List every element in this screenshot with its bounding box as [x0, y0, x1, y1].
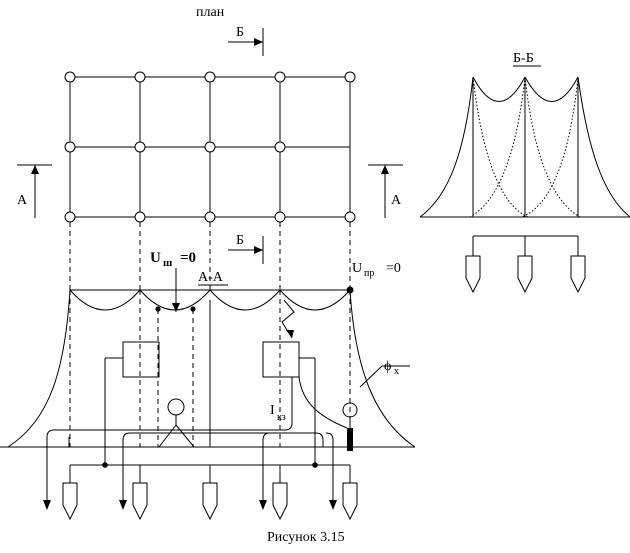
- svg-text:кз: кз: [277, 412, 286, 423]
- section-bb-view: Б-Б: [419, 51, 630, 294]
- svg-text:I: I: [270, 403, 275, 418]
- section-aa-view: А-А U ш =0 U пр =0: [0, 250, 416, 521]
- aa-rod-5: [342, 482, 358, 521]
- aa-rod-1: [62, 482, 78, 521]
- bb-potential-arc-1: [472, 76, 526, 102]
- section-b-marker-bottom: Б: [228, 233, 264, 264]
- section-b-marker-top: Б: [228, 25, 264, 56]
- plan-label: план: [196, 5, 225, 20]
- svg-text:Б: Б: [236, 25, 244, 40]
- section-a-marker-right: А: [368, 164, 403, 218]
- step-voltage-label: U пр =0: [352, 261, 401, 279]
- svg-text:А: А: [17, 193, 28, 208]
- equipment-box-right: [262, 341, 300, 378]
- person-step-figure: [342, 402, 358, 451]
- touch-voltage-label: U ш =0: [150, 250, 196, 312]
- aa-rod-3: [202, 482, 218, 521]
- bb-envelope-left: [419, 76, 474, 218]
- aa-envelope-left: [7, 289, 71, 448]
- figure-caption: Рисунок 3.15: [267, 530, 345, 545]
- bb-rod-1: [465, 255, 481, 294]
- step-person-body: [347, 428, 353, 451]
- bus-node-left: [102, 462, 108, 468]
- svg-text:А: А: [391, 193, 402, 208]
- bus-node-right: [312, 462, 318, 468]
- projection-lines: [69, 222, 351, 290]
- svg-text:=0: =0: [386, 261, 401, 276]
- aa-envelope-right: [349, 289, 416, 448]
- fault-current-path: [298, 376, 348, 429]
- section-a-marker-left: А: [17, 164, 52, 218]
- bb-rod-2: [517, 255, 533, 294]
- svg-text:x: x: [394, 366, 399, 377]
- person-touch-figure: [158, 398, 195, 448]
- svg-text:ш: ш: [163, 257, 172, 269]
- bb-individual-curves: [469, 76, 581, 218]
- bb-envelope-right: [577, 76, 630, 218]
- svg-text:=0: =0: [180, 250, 196, 266]
- potential-scallops: [69, 289, 351, 311]
- aa-rod-2: [132, 482, 148, 521]
- svg-text:Б: Б: [236, 233, 244, 248]
- plan-view: план Б Б: [17, 5, 403, 290]
- section-bb-title: Б-Б: [513, 51, 534, 66]
- section-aa-title: А-А: [198, 270, 224, 285]
- underground-conductors: [46, 377, 334, 500]
- bb-potential-arc-2: [524, 76, 579, 102]
- svg-text:U: U: [352, 261, 362, 276]
- aa-rod-4: [272, 482, 288, 521]
- svg-text:пр: пр: [364, 268, 374, 279]
- svg-text:U: U: [150, 250, 161, 266]
- phi-x-label: ϕ x: [359, 359, 410, 388]
- bb-rod-3: [570, 255, 586, 294]
- equipment-box-left: [122, 341, 160, 378]
